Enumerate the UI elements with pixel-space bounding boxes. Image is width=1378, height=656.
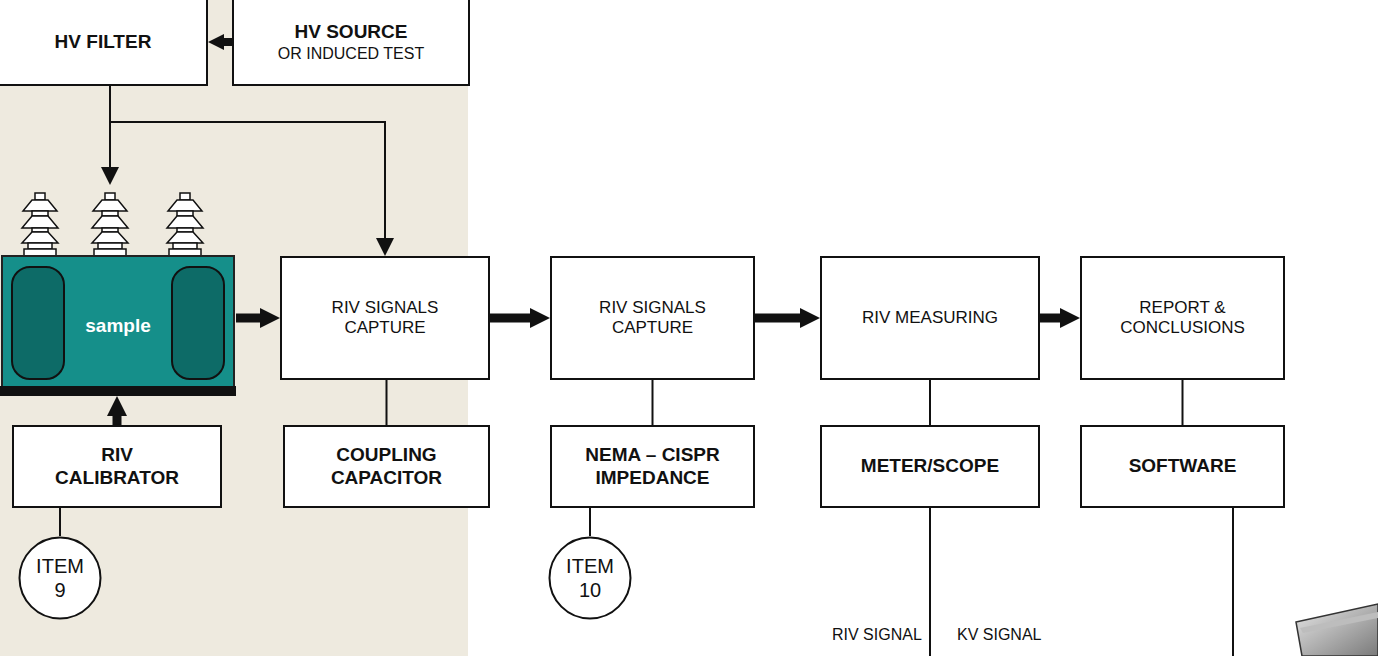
process-box: HV FILTER bbox=[0, 0, 208, 86]
flow-arrow bbox=[490, 314, 530, 323]
equipment-box: METER/SCOPE bbox=[820, 425, 1040, 508]
box-label: RIV CALIBRATOR bbox=[47, 444, 187, 490]
process-box: RIV MEASURING bbox=[820, 256, 1040, 380]
bushing bbox=[22, 193, 58, 256]
connector-line bbox=[59, 508, 61, 536]
process-box: RIV SIGNALS CAPTURE bbox=[550, 256, 755, 380]
callout-circle-outline bbox=[18, 536, 102, 620]
equipment-box: RIV CALIBRATOR bbox=[12, 425, 222, 508]
bushing bbox=[167, 193, 203, 256]
callout-circle-outline bbox=[550, 538, 631, 619]
flow-arrow bbox=[224, 38, 232, 46]
connector-line bbox=[652, 380, 654, 425]
flow-arrow bbox=[236, 314, 260, 323]
connector-line bbox=[1182, 380, 1184, 425]
box-label: HV FILTER bbox=[55, 31, 152, 54]
equipment-box: SOFTWARE bbox=[1080, 425, 1285, 508]
equipment-box: COUPLING CAPACITOR bbox=[283, 425, 490, 508]
box-label: RIV SIGNALS CAPTURE bbox=[323, 298, 448, 339]
box-label: HV SOURCE bbox=[295, 21, 408, 44]
connector-line bbox=[589, 508, 591, 536]
box-label: REPORT & CONCLUSIONS bbox=[1115, 298, 1250, 339]
box-label: RIV SIGNALS CAPTURE bbox=[590, 298, 715, 339]
flow-arrow bbox=[110, 86, 385, 238]
flow-arrow bbox=[113, 416, 122, 425]
tank-base bbox=[0, 386, 236, 396]
callout-circle-outline bbox=[20, 538, 101, 619]
callout-number: ITEM 10 bbox=[562, 554, 618, 602]
signal-label: KV SIGNAL bbox=[955, 626, 1043, 644]
flow-arrow bbox=[1040, 314, 1060, 323]
box-label: NEMA – CISPR IMPEDANCE bbox=[573, 444, 733, 490]
callout-number: ITEM 9 bbox=[32, 554, 88, 602]
radiator bbox=[12, 267, 64, 379]
bushing bbox=[92, 193, 128, 256]
radiator bbox=[172, 267, 224, 379]
flow-arrow bbox=[755, 314, 800, 323]
equipment-box: NEMA – CISPR IMPEDANCE bbox=[550, 425, 755, 508]
laptop-icon bbox=[1300, 612, 1378, 633]
process-box: HV SOURCEOR INDUCED TEST bbox=[232, 0, 470, 86]
box-label: METER/SCOPE bbox=[861, 455, 999, 478]
lab-panel bbox=[0, 0, 468, 656]
connector-line bbox=[929, 380, 931, 425]
box-label: OR INDUCED TEST bbox=[278, 44, 424, 63]
box-label: sample bbox=[85, 315, 150, 338]
process-box: REPORT & CONCLUSIONS bbox=[1080, 256, 1285, 380]
signal-wire bbox=[929, 506, 931, 656]
tank-body bbox=[2, 256, 234, 388]
connector-line bbox=[386, 380, 388, 425]
transformer-drawing bbox=[0, 185, 236, 396]
callout-circle: ITEM 10 bbox=[548, 536, 632, 620]
laptop-icon bbox=[1296, 604, 1378, 656]
box-label: RIV MEASURING bbox=[862, 308, 998, 328]
callout-circle: ITEM 9 bbox=[18, 536, 102, 620]
callout-circle-outline bbox=[548, 536, 632, 620]
process-box: RIV SIGNALS CAPTURE bbox=[280, 256, 490, 380]
box-label: SOFTWARE bbox=[1129, 455, 1237, 478]
transformer-sample: sample bbox=[0, 185, 236, 396]
signal-wire bbox=[1232, 506, 1234, 656]
signal-label: RIV SIGNAL bbox=[830, 626, 924, 644]
box-label: COUPLING CAPACITOR bbox=[312, 444, 462, 490]
